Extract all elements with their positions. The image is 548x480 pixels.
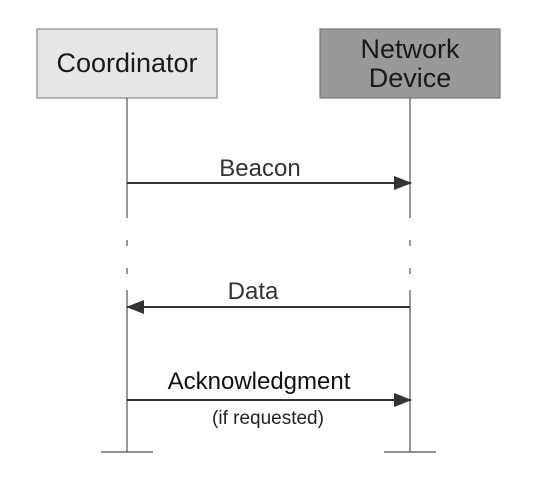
data-label: Data	[228, 278, 279, 305]
beacon-label: Beacon	[219, 155, 300, 182]
coordinator-label: Coordinator	[56, 48, 197, 78]
lifeline-coordinator	[101, 98, 153, 453]
coordinator-box	[36, 28, 218, 99]
network-device-label-line-1: Network	[360, 34, 460, 64]
participant-network-device: Network Device	[319, 28, 501, 99]
message-data: Data	[126, 278, 410, 314]
network-device-label-line-2: Device	[369, 63, 452, 93]
participant-coordinator: Coordinator	[36, 28, 218, 99]
acknowledgment-label: Acknowledgment	[168, 368, 351, 395]
lifeline-network-device	[384, 98, 436, 453]
acknowledgment-note: (if requested)	[212, 408, 324, 429]
network-device-box	[319, 28, 501, 99]
message-beacon: Beacon	[127, 155, 412, 190]
message-acknowledgment: Acknowledgment (if requested)	[127, 368, 412, 429]
